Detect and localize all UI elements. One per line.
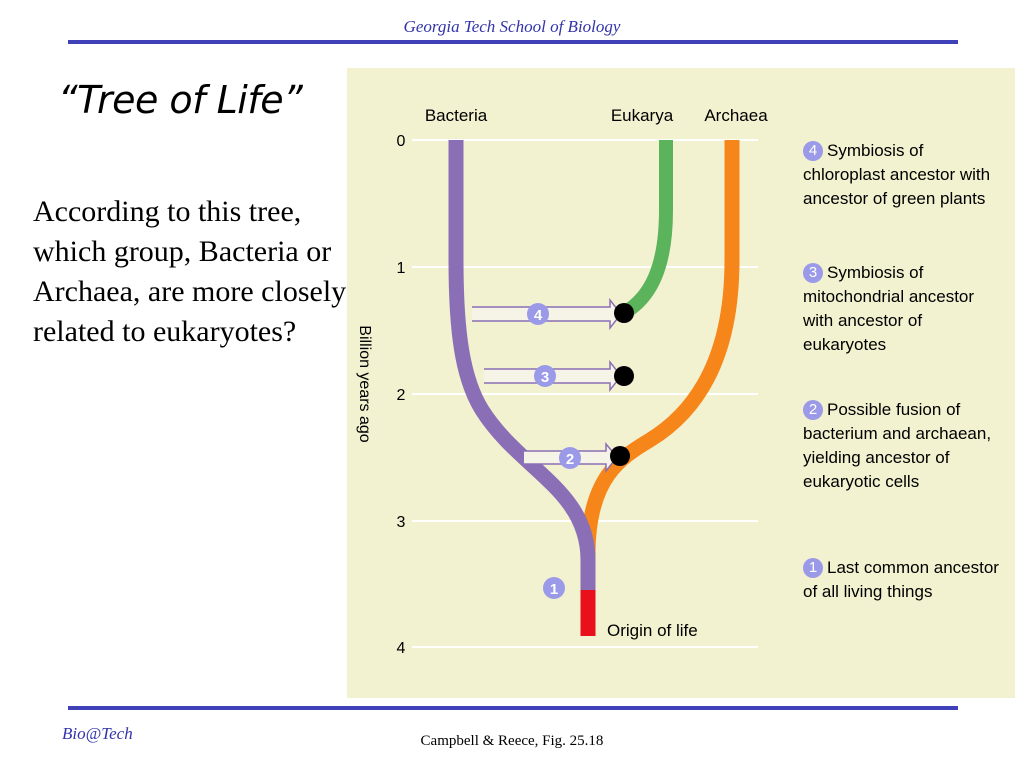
event-dot-4 bbox=[614, 303, 634, 323]
note-2-text: Possible fusion of bacterium and archaea… bbox=[803, 400, 992, 491]
marker-1-label: 1 bbox=[550, 581, 558, 598]
slide-title: “Tree of Life” bbox=[58, 78, 303, 122]
tick-label-4: 4 bbox=[397, 640, 406, 657]
question-text: According to this tree, which group, Bac… bbox=[33, 195, 347, 348]
label-bacteria: Bacteria bbox=[425, 106, 488, 125]
marker-3-label: 3 bbox=[541, 369, 549, 386]
tick-label-2: 2 bbox=[397, 387, 406, 404]
label-archaea: Archaea bbox=[704, 106, 768, 125]
event-dot-3 bbox=[614, 366, 634, 386]
axis-label: Billion years ago bbox=[356, 325, 373, 443]
tick-label-3: 3 bbox=[397, 514, 406, 531]
figure-source: Campbell & Reece, Fig. 25.18 bbox=[420, 733, 604, 749]
origin-label: Origin of life bbox=[607, 621, 698, 640]
note-4-text: Symbiosis of chloroplast ancestor with a… bbox=[803, 141, 991, 208]
archaea-branch bbox=[580, 140, 740, 590]
label-eukarya: Eukarya bbox=[611, 106, 674, 125]
note-1-badge: 1 bbox=[803, 558, 823, 578]
footer-brand: Bio@Tech bbox=[62, 724, 133, 743]
tick-label-1: 1 bbox=[397, 260, 406, 277]
header-title: Georgia Tech School of Biology bbox=[403, 17, 621, 36]
marker-1: 1 bbox=[543, 577, 565, 599]
tick-label-0: 0 bbox=[397, 133, 406, 150]
note-3-text: Symbiosis of mitochondrial ancestor with… bbox=[803, 263, 975, 354]
marker-4-label: 4 bbox=[534, 307, 543, 324]
note-4-badge: 4 bbox=[803, 141, 823, 161]
event-dot-2 bbox=[610, 446, 630, 466]
note-3-badge: 3 bbox=[803, 263, 823, 283]
marker-3: 3 bbox=[534, 365, 556, 387]
footer-rule bbox=[68, 706, 958, 710]
bacteria-branch bbox=[448, 140, 596, 590]
note-2-badge: 2 bbox=[803, 400, 823, 420]
marker-4: 4 bbox=[527, 303, 549, 325]
header-rule bbox=[68, 40, 958, 44]
marker-2-label: 2 bbox=[566, 451, 574, 468]
note-1-text: Last common ancestor of all living thing… bbox=[803, 558, 999, 601]
marker-2: 2 bbox=[559, 447, 581, 469]
green-plant-branch bbox=[620, 140, 673, 320]
